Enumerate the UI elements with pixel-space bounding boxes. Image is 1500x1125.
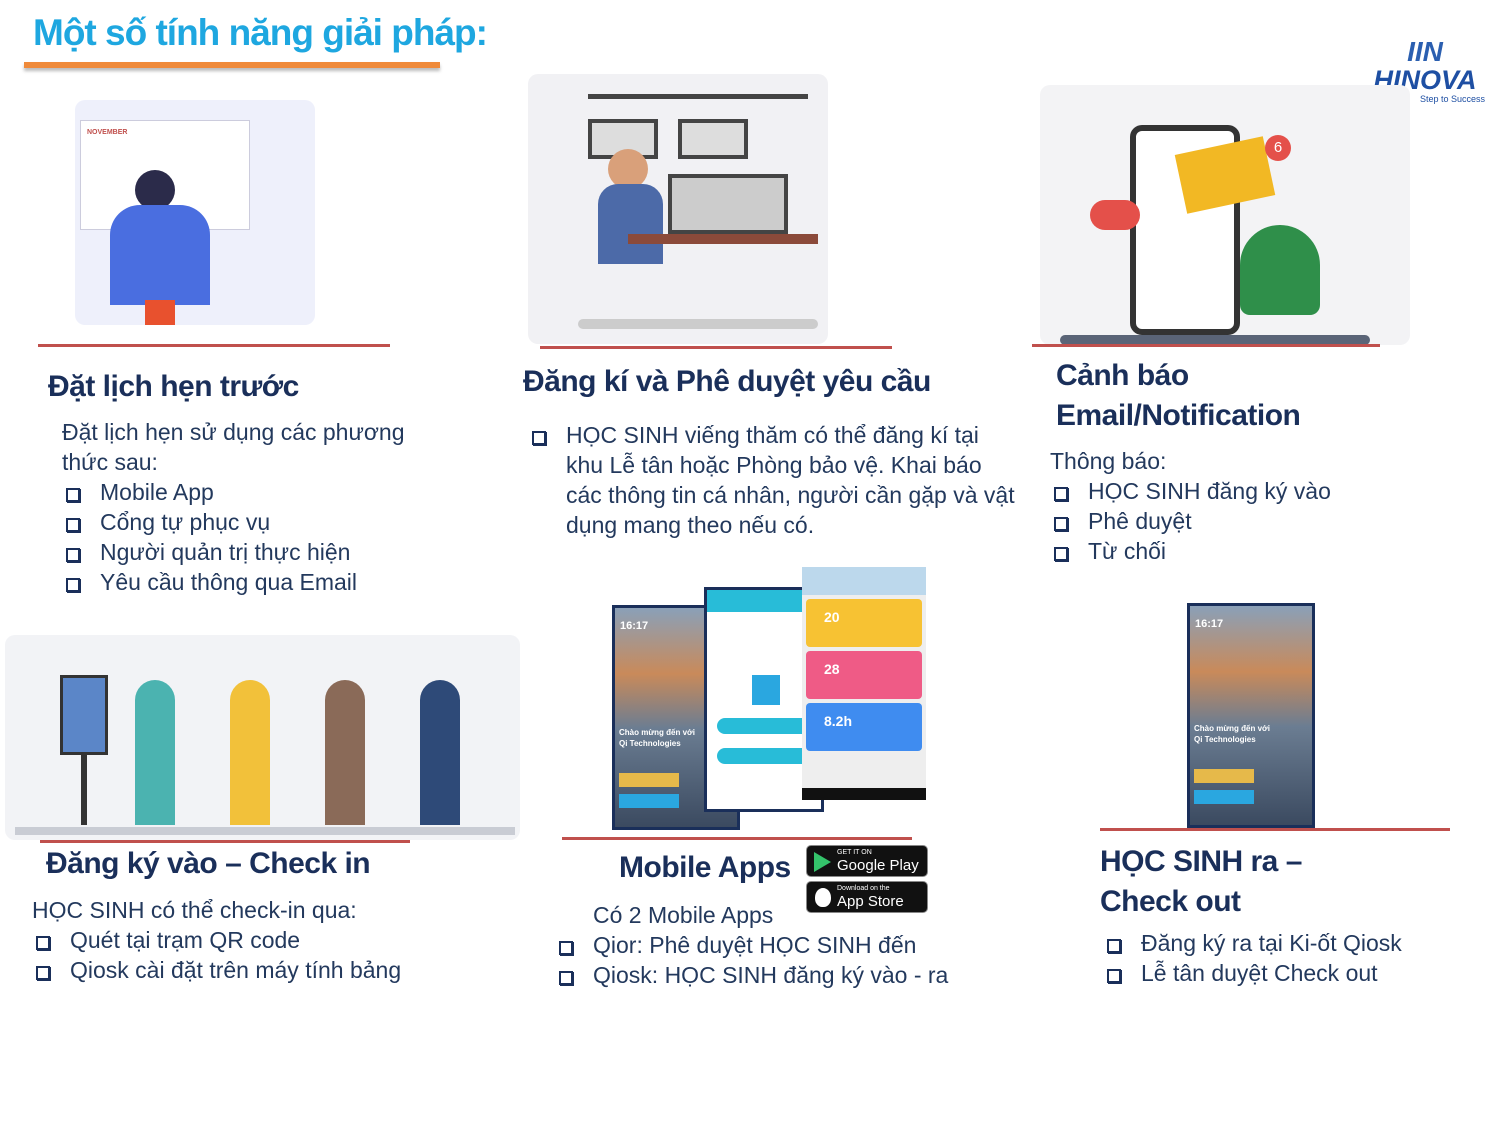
alerts-intro: Thông báo: bbox=[1050, 448, 1167, 474]
google-play-badge[interactable]: GET IT ON Google Play bbox=[806, 845, 928, 877]
phone-welcome: Chào mừng đến với bbox=[1194, 724, 1270, 733]
list-item: Từ chối bbox=[1050, 536, 1450, 566]
section-divider bbox=[562, 837, 912, 840]
list-item: Qiosk: HỌC SINH đăng ký vào - ra bbox=[555, 960, 1005, 990]
appointment-intro: Đặt lịch hẹn sử dụng các phương thức sau… bbox=[62, 419, 405, 475]
app-store-label: App Store bbox=[837, 893, 904, 910]
checkout-heading-line2: Check out bbox=[1100, 885, 1241, 918]
phone-brand: Qi Technologies bbox=[619, 739, 681, 748]
calendar-month: NOVEMBER bbox=[87, 129, 128, 136]
google-play-label: Google Play bbox=[837, 857, 919, 874]
list-item: HỌC SINH đăng ký vào bbox=[1050, 476, 1450, 506]
phone-brand: Qi Technologies bbox=[1194, 735, 1256, 744]
app-store-badge[interactable]: Download on the App Store bbox=[806, 881, 928, 913]
google-play-icon bbox=[814, 852, 831, 872]
security-desk-illustration bbox=[528, 74, 828, 344]
section-divider bbox=[540, 346, 892, 349]
email-notification-illustration: 6 bbox=[1040, 85, 1410, 345]
list-item: Mobile App bbox=[62, 477, 442, 507]
list-item: Phê duyệt bbox=[1050, 506, 1450, 536]
list-item: Quét tại trạm QR code bbox=[32, 925, 482, 955]
section-divider bbox=[1032, 344, 1380, 347]
google-play-small: GET IT ON bbox=[837, 849, 872, 856]
list-item: Lễ tân duyệt Check out bbox=[1103, 958, 1493, 988]
phone-welcome: Chào mừng đến với bbox=[619, 728, 695, 737]
alerts-heading: Cảnh báo Email/Notification bbox=[1056, 356, 1301, 436]
checkout-heading: HỌC SINH ra – Check out bbox=[1100, 842, 1302, 922]
list-item: Yêu cầu thông qua Email bbox=[62, 567, 442, 597]
apple-icon bbox=[815, 888, 831, 907]
phone-time: 16:17 bbox=[1195, 618, 1224, 630]
logo-mark: IIN bbox=[1407, 36, 1443, 67]
checkout-heading-line1: HỌC SINH ra – bbox=[1100, 845, 1302, 878]
checkin-heading: Đăng ký vào – Check in bbox=[46, 847, 371, 880]
app-store-small: Download on the bbox=[837, 885, 890, 892]
logo-tagline: Step to Success bbox=[1419, 94, 1485, 104]
notification-count-badge: 6 bbox=[1265, 135, 1291, 161]
list-item: Qiosk cài đặt trên máy tính bảng bbox=[32, 955, 482, 985]
alerts-heading-line1: Cảnh báo bbox=[1056, 359, 1189, 392]
list-item: HỌC SINH viếng thăm có thể đăng kí tại k… bbox=[528, 420, 1018, 540]
phone-time: 16:17 bbox=[620, 620, 649, 632]
checkin-intro: HỌC SINH có thể check-in qua: bbox=[32, 897, 357, 923]
list-item: Cổng tự phục vụ bbox=[62, 507, 442, 537]
title-underline bbox=[24, 62, 440, 68]
register-heading: Đăng kí và Phê duyệt yêu cầu bbox=[523, 365, 931, 398]
list-item: Người quản trị thực hiện bbox=[62, 537, 442, 567]
qior-stats-screenshot: 20 28 8.2h bbox=[802, 567, 926, 800]
alerts-heading-line2: Email/Notification bbox=[1056, 399, 1301, 432]
page-title: Một số tính năng giải pháp: bbox=[33, 12, 488, 53]
section-divider bbox=[38, 344, 390, 347]
mobile-heading: Mobile Apps bbox=[619, 851, 791, 884]
stat-card-hours: 8.2h bbox=[806, 703, 922, 751]
section-divider bbox=[1100, 828, 1450, 831]
checkin-kiosk-illustration bbox=[5, 635, 520, 840]
mobile-intro: Có 2 Mobile Apps bbox=[593, 902, 774, 928]
checkout-phone-screenshot: 16:17 Chào mừng đến với Qi Technologies bbox=[1187, 603, 1315, 828]
stat-card-visitors: 20 bbox=[806, 599, 922, 647]
appointment-heading: Đặt lịch hẹn trước bbox=[48, 370, 299, 403]
stat-card-days: 28 bbox=[806, 651, 922, 699]
calendar-illustration: NOVEMBER bbox=[75, 100, 315, 325]
list-item: Qior: Phê duyệt HỌC SINH đến bbox=[555, 930, 1005, 960]
section-divider bbox=[40, 840, 410, 843]
list-item: Đăng ký ra tại Ki-ốt Qiosk bbox=[1103, 928, 1493, 958]
